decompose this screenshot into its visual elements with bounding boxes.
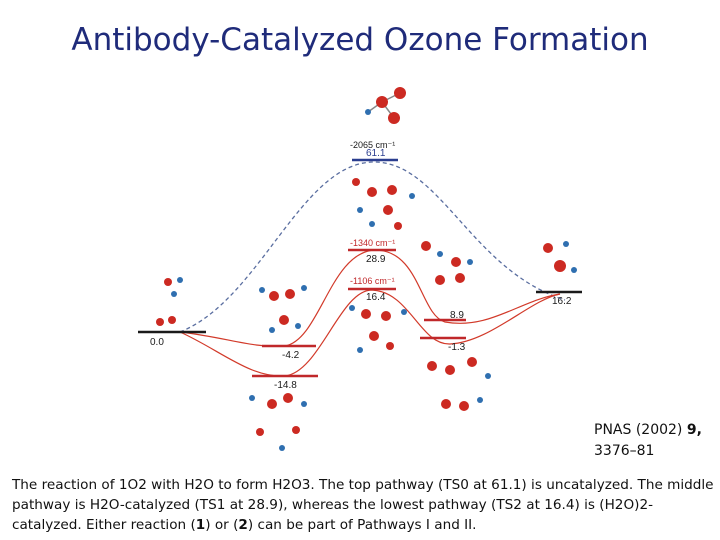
caption-bold-1: 1	[195, 517, 206, 533]
molecule-int-d	[427, 357, 491, 411]
page-title: Antibody-Catalyzed Ozone Formation	[71, 22, 649, 58]
caption-text-1: The reaction of 1O2 with H2O to form H2O…	[12, 477, 714, 533]
label-ts2: 16.4	[366, 292, 386, 303]
uncatalyzed-pathway	[179, 161, 566, 333]
molecule-reactant	[156, 277, 183, 326]
freq-ts1: -1340 cm⁻¹	[350, 238, 395, 248]
reference-volume: 9,	[686, 422, 702, 438]
molecule-int-b	[249, 393, 307, 451]
label-int-b: -14.8	[274, 380, 297, 391]
molecule-ts2	[349, 305, 407, 353]
label-product: 16.2	[552, 296, 572, 307]
molecule-int-c	[421, 241, 473, 285]
reference-citation: PNAS (2002) 9, 3376–81	[594, 420, 702, 462]
label-int-c: 8.9	[450, 310, 464, 321]
caption-bold-2: 2	[238, 517, 248, 533]
figure-caption: The reaction of 1O2 with H2O to form H2O…	[12, 475, 714, 535]
freq-ts0: -2065 cm⁻¹	[350, 140, 395, 150]
molecule-int-a	[259, 285, 307, 333]
label-int-a: -4.2	[282, 350, 300, 361]
reference-journal: PNAS (2002)	[594, 422, 683, 438]
caption-text-3: ) can be part of Pathways I and II.	[247, 517, 477, 533]
reference-pages: 3376–81	[594, 443, 655, 459]
freq-ts2: -1106 cm⁻¹	[350, 276, 395, 286]
caption-text-2: ) or (	[205, 517, 239, 533]
label-ts0: 61.1	[366, 148, 386, 159]
molecule-ts1	[352, 178, 415, 230]
molecule-ts0	[365, 87, 406, 124]
label-ts1: 28.9	[366, 254, 386, 265]
label-int-d: -1.3	[448, 342, 466, 353]
label-reactant: 0.0	[150, 337, 164, 348]
molecule-product	[543, 241, 577, 273]
